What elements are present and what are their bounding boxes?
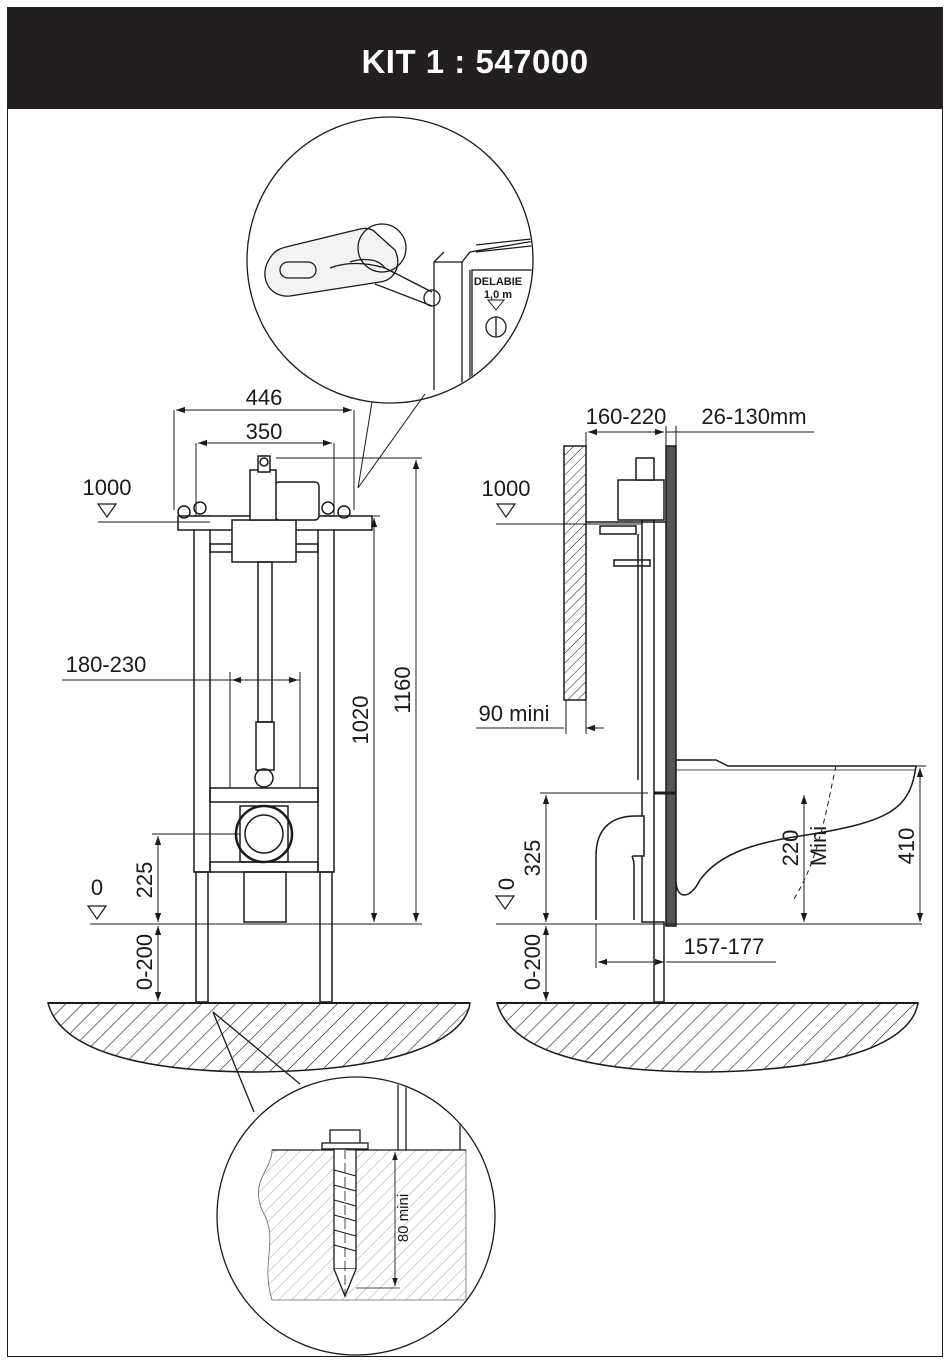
front-ground: [47, 1002, 471, 1073]
side-adjust-label: 0-200: [520, 934, 545, 990]
front-view: [47, 406, 471, 1073]
spacing-label: 180-230: [66, 652, 147, 677]
height-220-label: 220: [778, 830, 803, 867]
detail-circle-bottom: [212, 1011, 496, 1356]
adjust-label: 0-200: [132, 934, 157, 990]
side-ground: [496, 1002, 919, 1073]
mini-label: Mini: [806, 826, 831, 866]
side-zero-label: 0: [494, 878, 519, 890]
height-marker-label: 1,0 m: [484, 289, 512, 301]
header-bar: KIT 1 : 547000: [7, 7, 943, 109]
min-distance-label: 90 mini: [479, 701, 550, 726]
side-labels: 160-220 26-130mm 1000 90 mini 325 220 Mi…: [479, 404, 919, 990]
height-410-label: 410: [894, 828, 919, 865]
front-labels: 446 350 1000 180-230 1020 1160 0 225 0-2…: [66, 385, 415, 990]
wall-thickness-label: 26-130mm: [701, 404, 806, 429]
zero-label: 0: [91, 875, 103, 900]
side-dimensions: [476, 426, 926, 1001]
height-1160-label: 1160: [390, 666, 415, 713]
offset-label: 157-177: [684, 934, 765, 959]
anchor-depth-label: 80 mini: [395, 1194, 412, 1242]
width-inner-label: 350: [246, 419, 283, 444]
side-view: [476, 426, 926, 1073]
front-dimensions: [62, 406, 422, 1001]
page-title: KIT 1 : 547000: [361, 43, 589, 80]
width-outer-label: 446: [246, 385, 283, 410]
height-225-label: 225: [132, 862, 157, 899]
height-1020-label: 1020: [348, 696, 373, 745]
depth-label: 160-220: [586, 404, 667, 429]
brand-label: DELABIE: [474, 276, 522, 288]
level-1000-label: 1000: [83, 475, 132, 500]
height-325-label: 325: [520, 840, 545, 877]
detail-circle-top: DELABIE 1,0 m: [246, 116, 534, 489]
side-level-1000-label: 1000: [482, 476, 531, 501]
